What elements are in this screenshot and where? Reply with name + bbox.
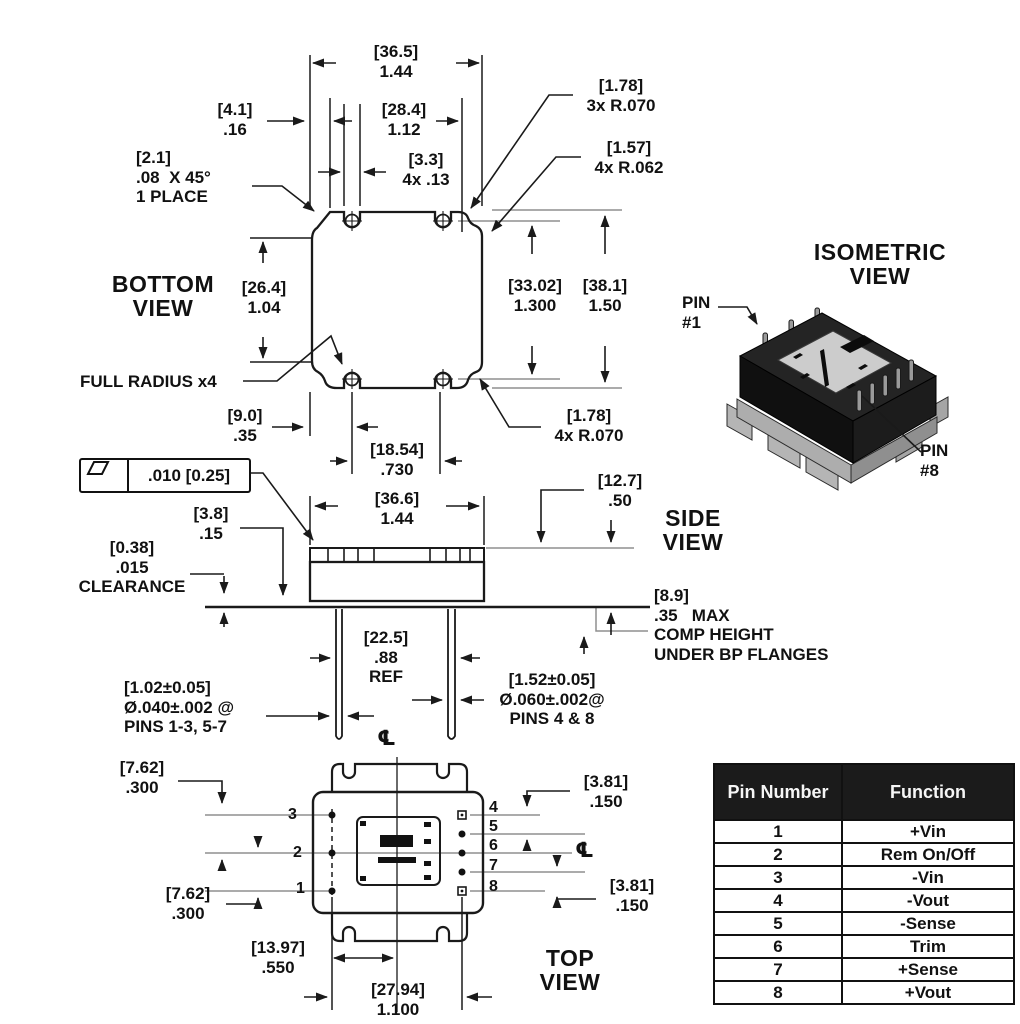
flatness-callout: .010 [0.25]: [79, 458, 251, 493]
radius-4x-070-note: [1.78] 4x R.070: [554, 406, 624, 445]
table-row: 7+Sense: [713, 957, 1015, 982]
full-radius-note: FULL RADIUS x4: [80, 372, 217, 391]
function-cell: -Vout: [841, 888, 1015, 913]
dim-9-0: [9.0] .35: [227, 406, 263, 445]
side-view-title: SIDE VIEW: [662, 505, 724, 556]
iso-pin8-label: PIN #8: [920, 441, 949, 480]
table-row: 5-Sense: [713, 911, 1015, 936]
dim-22-5: [22.5] .88 REF: [363, 628, 409, 687]
iso-pin1-label: PIN #1: [682, 293, 711, 332]
top-flange: [330, 762, 469, 792]
pin-cell: 7: [713, 957, 843, 982]
module-body: [311, 790, 485, 915]
pin-6-label: 6: [489, 837, 498, 854]
pin-hole-targets: [342, 211, 453, 389]
table-header-row: Pin Number Function: [713, 763, 1015, 821]
table-row: 4-Vout: [713, 888, 1015, 913]
pin-cell: 5: [713, 911, 843, 936]
isometric-module-illustration: [718, 306, 949, 491]
pin-5-label: 5: [489, 818, 498, 835]
dimension-arrows: [178, 58, 616, 1002]
small-pin-diameter-callout: [1.02±0.05] Ø.040±.002 @ PINS 1-3, 5-7: [124, 678, 235, 737]
pin-cell: 2: [713, 842, 843, 867]
top-view-title: TOP VIEW: [539, 945, 601, 996]
table-row: 1+Vin: [713, 819, 1015, 844]
table-row: 8+Vout: [713, 980, 1015, 1005]
pin-cell: 6: [713, 934, 843, 959]
dim-12-7: [12.7] .50: [597, 471, 643, 510]
radius-4x-062-note: [1.57] 4x R.062: [594, 138, 664, 177]
pin-cell: 4: [713, 888, 843, 913]
chamfer-note: [2.1] .08 X 45° 1 PLACE: [136, 148, 211, 207]
dim-13-97: [13.97] .550: [251, 938, 305, 977]
isometric-view-title: ISOMETRIC VIEW: [813, 239, 947, 290]
function-cell: -Vin: [841, 865, 1015, 890]
bottom-flange: [330, 913, 469, 943]
function-cell: +Vin: [841, 819, 1015, 844]
iso-pin-leaders: [718, 306, 922, 453]
recess-markings: [793, 335, 874, 389]
right-pins: [856, 359, 914, 412]
pin-7-label: 7: [489, 857, 498, 874]
pin-1-label: 1: [296, 880, 305, 897]
function-cell: +Vout: [841, 980, 1015, 1005]
side-view-outline: [205, 547, 650, 740]
function-cell: Trim: [841, 934, 1015, 959]
dim-26-4: [26.4] 1.04: [241, 278, 287, 317]
table-row: 3-Vin: [713, 865, 1015, 890]
flatness-value: .010 [0.25]: [147, 465, 231, 485]
dim-36-6: [36.6] 1.44: [374, 489, 420, 528]
clearance-note: [0.38] .015 CLEARANCE: [78, 538, 186, 597]
pin-cell: 1: [713, 819, 843, 844]
component-area: [356, 816, 441, 886]
comp-height-note: [8.9] .35 MAX COMP HEIGHT UNDER BP FLANG…: [654, 586, 829, 664]
function-cell: Rem On/Off: [841, 842, 1015, 867]
dim-7-62-bottom: [7.62] .300: [165, 884, 211, 923]
side-view-pins: [335, 609, 456, 740]
internal-components: [360, 821, 431, 881]
dim-27-94: [27.94] 1.100: [371, 980, 425, 1019]
flatness-icon: [81, 460, 129, 491]
pin-8-label: 8: [489, 878, 498, 895]
dim-7-62-top: [7.62] .300: [119, 758, 165, 797]
large-pin-diameter-callout: [1.52±0.05] Ø.060±.002@ PINS 4 & 8: [499, 670, 605, 729]
dim-3-3: [3.3] 4x .13: [402, 150, 450, 189]
dim-3-81-top: [3.81] .150: [583, 772, 629, 811]
dim-3-81-bottom: [3.81] .150: [609, 876, 655, 915]
dim-18-54: [18.54] .730: [370, 440, 424, 479]
dim-33-02: [33.02] 1.300: [508, 276, 562, 315]
top-view-outline: [311, 762, 485, 943]
function-cell: -Sense: [841, 911, 1015, 936]
function-header: Function: [841, 763, 1015, 821]
dim-3-8: [3.8] .15: [193, 504, 229, 543]
radius-3x-note: [1.78] 3x R.070: [586, 76, 656, 115]
dim-38-1: [38.1] 1.50: [582, 276, 628, 315]
dim-4-1: [4.1] .16: [217, 100, 253, 139]
pin-3-label: 3: [288, 806, 297, 823]
top-view-pins-left: [328, 811, 336, 895]
bottom-view-outline: [310, 210, 484, 390]
pin-number-header: Pin Number: [713, 763, 843, 821]
extension-lines: [250, 55, 485, 1012]
centerline-symbol-top: ℄: [575, 838, 594, 862]
top-label-recess: [776, 330, 893, 394]
dim-28-4: [28.4] 1.12: [381, 100, 427, 139]
dim-36-5: [36.5] 1.44: [373, 42, 419, 81]
centerline-symbol-side: ℄: [377, 726, 396, 750]
top-view-pins-right: [457, 810, 467, 896]
pin-cell: 3: [713, 865, 843, 890]
function-cell: +Sense: [841, 957, 1015, 982]
pin-4-label: 4: [489, 799, 498, 816]
bottom-view-title: BOTTOM VIEW: [111, 271, 215, 322]
gray-extension-lines: [205, 209, 648, 892]
pin-2-label: 2: [293, 844, 302, 861]
pin-cell: 8: [713, 980, 843, 1005]
